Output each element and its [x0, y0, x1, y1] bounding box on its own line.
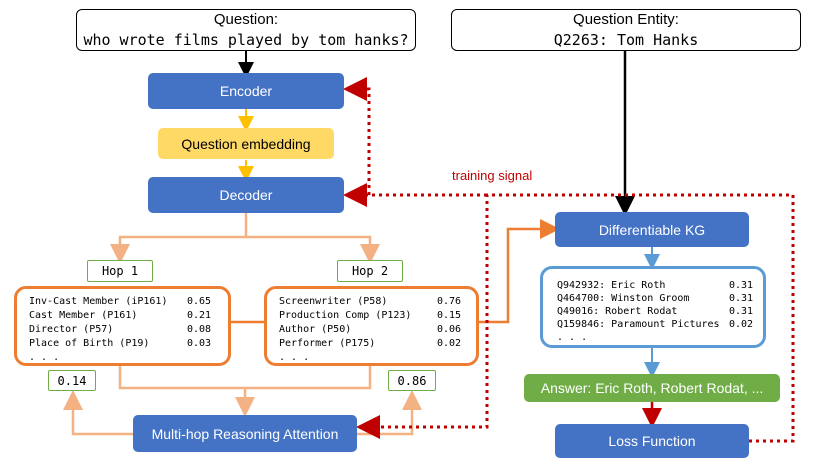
- hop2-row: Performer (P175)0.02: [279, 338, 462, 349]
- training-signal-path: [356, 193, 795, 443]
- hop2-row: . . .: [279, 352, 310, 363]
- kg-entity-name: Q942932: Eric Roth: [557, 280, 666, 291]
- hop1-row: . . .: [29, 352, 60, 363]
- multi-hop-attention-box: Multi-hop Reasoning Attention: [133, 415, 357, 452]
- decoder-box: Decoder: [148, 177, 344, 213]
- kg-entity-panel: Q942932: Eric Roth 0.31 Q464700: Winston…: [540, 266, 766, 348]
- loss-function-box: Loss Function: [555, 424, 749, 458]
- connector-panels-to-attention: [118, 366, 372, 390]
- kg-entity-name: Q464700: Winston Groom: [557, 293, 690, 304]
- answer-box: Answer: Eric Roth, Robert Rodat, ...: [524, 374, 780, 402]
- kg-entity-score: 0.02: [729, 319, 754, 330]
- hop1-row: Cast Member (P161)0.21: [29, 310, 212, 321]
- training-signal-to-encoder: [343, 77, 371, 195]
- hop1-label: Hop 1: [87, 260, 153, 282]
- hop1-weight: 0.14: [48, 370, 96, 391]
- hop1-row: Inv-Cast Member (iP161)0.65: [29, 296, 212, 307]
- kg-entity-score: 0.31: [729, 293, 754, 304]
- arrow-decoder-to-hop2: [246, 235, 380, 264]
- arrow-decoder-to-hops: [110, 212, 248, 264]
- question-heading: Question:: [213, 11, 279, 28]
- kg-entity-name: . . .: [557, 332, 588, 343]
- hop2-relation-panel: Screenwriter (P58)0.76 Production Comp (…: [264, 286, 479, 366]
- hop2-row: Production Comp (P123)0.15: [279, 310, 462, 321]
- question-text: who wrote films played by tom hanks?: [83, 31, 409, 49]
- entity-heading: Question Entity:: [573, 11, 679, 28]
- hop2-row: Author (P50)0.06: [279, 324, 462, 335]
- entity-text: Q2263: Tom Hanks: [553, 31, 699, 49]
- arrow-hop2-to-kg: [478, 219, 560, 324]
- question-embedding-box: Question embedding: [158, 128, 334, 159]
- kg-entity-name: Q159846: Paramount Pictures: [557, 319, 720, 330]
- kg-entity-score: 0.31: [729, 306, 754, 317]
- encoder-box: Encoder: [148, 73, 344, 109]
- question-box: Question: who wrote films played by tom …: [76, 9, 416, 51]
- hop2-row: Screenwriter (P58)0.76: [279, 296, 462, 307]
- training-signal-label: training signal: [452, 168, 533, 183]
- hop1-relation-panel: Inv-Cast Member (iP161)0.65 Cast Member …: [14, 286, 231, 366]
- kg-entity-name: Q49016: Robert Rodat: [557, 306, 678, 317]
- hop1-row: Director (P57)0.08: [29, 324, 212, 335]
- question-entity-box: Question Entity: Q2263: Tom Hanks: [451, 9, 801, 51]
- differentiable-kg-box: Differentiable KG: [555, 212, 749, 247]
- hop2-weight: 0.86: [388, 370, 436, 391]
- arrow-attention-to-weight1: [63, 390, 133, 436]
- hop1-row: Place of Birth (P19)0.03: [29, 338, 212, 349]
- hop2-label: Hop 2: [337, 260, 403, 282]
- arrow-attention-to-weight2: [357, 390, 422, 436]
- kg-entity-score: 0.31: [729, 280, 754, 291]
